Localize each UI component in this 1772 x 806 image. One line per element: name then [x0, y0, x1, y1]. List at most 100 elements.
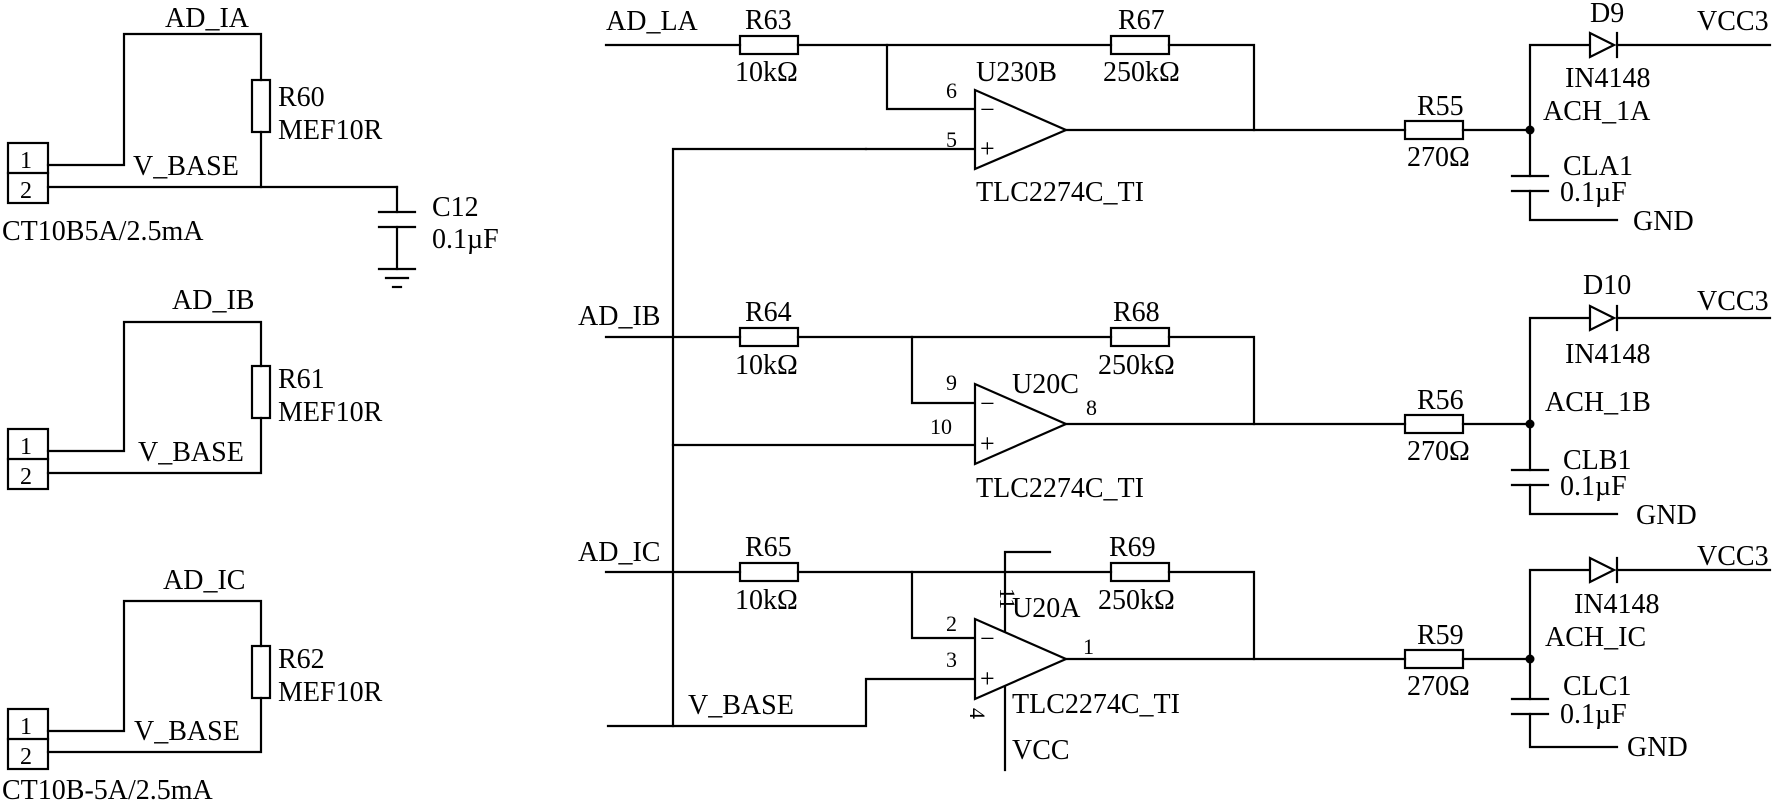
net-label-ad-ia: AD_IA: [165, 3, 250, 34]
input-label-ad-la: AD_LA: [606, 6, 699, 37]
opamp-u230b-unit: U230B: [976, 57, 1057, 88]
opamp-u20a-part: TLC2274C_TI: [1012, 689, 1180, 720]
channel-a: AD_LA R63 10kΩ R67 250kΩ U230B 6 5 − + T…: [604, 0, 1772, 237]
wire-sensor-b-bottom: [46, 416, 263, 475]
opamp-u20c-pin-out: 8: [1086, 395, 1097, 420]
resistor-r56: [1403, 413, 1465, 435]
resistor-r69-name: R69: [1109, 532, 1156, 563]
resistor-r59: [1403, 648, 1465, 670]
opamp-u20c-unit: U20C: [1012, 369, 1079, 400]
resistor-r59-value: 270Ω: [1407, 671, 1470, 702]
diode-d10-part: IN4148: [1565, 339, 1651, 370]
wire-sensor-c-bottom: [46, 696, 263, 754]
resistor-r62-value: MEF10R: [278, 677, 383, 708]
ground-label-c: GND: [1627, 732, 1688, 763]
output-label-ach-ic: ACH_IC: [1545, 622, 1646, 653]
resistor-r67-name: R67: [1118, 5, 1165, 36]
supply-vcc3-b: VCC3: [1697, 286, 1769, 317]
supply-vcc3-a: VCC3: [1697, 6, 1769, 37]
opamp-u20c-minus: −: [980, 389, 995, 418]
supply-vcc3-c: VCC3: [1697, 541, 1769, 572]
sensor-a: 1 2 AD_IA R60 MEF10R V_BASE CT10B5A/2.5m…: [2, 3, 399, 247]
resistor-r65-value: 10kΩ: [735, 585, 798, 616]
v-base-bus-label: V_BASE: [688, 690, 794, 721]
opamp-u230b: [973, 88, 1069, 171]
diode-d10-name: D10: [1583, 270, 1631, 301]
resistor-r56-name: R56: [1417, 385, 1464, 416]
opamp-u20a-pin-vpos: 11: [995, 588, 1020, 609]
sensor-b: 1 2 AD_IB R61 MEF10R V_BASE: [6, 285, 383, 491]
connector-a-pin1: 1: [20, 148, 32, 174]
output-label-ach-1a: ACH_1A: [1543, 96, 1651, 127]
output-label-ach-1b: ACH_1B: [1545, 387, 1651, 418]
connector-a-pin2: 2: [20, 178, 32, 204]
resistor-r60: [250, 78, 272, 134]
net-label-ad-ib-left: AD_IB: [172, 285, 254, 316]
input-label-ad-ic: AD_IC: [578, 537, 660, 568]
opamp-u20a-plus: +: [980, 664, 995, 693]
input-label-ad-ib: AD_IB: [578, 301, 660, 332]
opamp-u20a-unit: U20A: [1012, 593, 1081, 624]
opamp-u20c: [973, 382, 1069, 466]
ground-label-b: GND: [1636, 500, 1697, 531]
capacitor-cla1-value: 0.1µF: [1560, 177, 1627, 208]
resistor-r65-name: R65: [745, 532, 792, 563]
resistor-r55: [1403, 119, 1465, 141]
wire-sensor-a-top: [46, 32, 263, 167]
capacitor-c12-value: 0.1µF: [432, 224, 499, 255]
opamp-u20a-pin-out: 1: [1083, 634, 1094, 659]
channel-b: AD_IB R64 10kΩ R68 250kΩ U20C 9 10 8 − +…: [578, 270, 1772, 531]
resistor-r60-value: MEF10R: [278, 115, 383, 146]
resistor-r68: [1109, 326, 1171, 348]
opamp-u230b-part: TLC2274C_TI: [976, 177, 1144, 208]
capacitor-clb1-name: CLB1: [1563, 445, 1631, 476]
v-base-bus: V_BASE: [606, 147, 977, 728]
resistor-r55-name: R55: [1417, 91, 1464, 122]
opamp-u20c-pin-noninv: 10: [930, 414, 952, 439]
ground-label-a: GND: [1633, 206, 1694, 237]
opamp-u20c-part: TLC2274C_TI: [976, 473, 1144, 504]
opamp-u20a-pin-vneg: 4: [965, 708, 990, 719]
v-base-label-b: V_BASE: [138, 437, 244, 468]
opamp-u20a-pin-noninv: 3: [946, 647, 957, 672]
diode-d11: [1588, 556, 1617, 584]
opamp-u20c-plus: +: [980, 429, 995, 458]
capacitor-c12: C12 0.1µF: [377, 192, 499, 289]
opamp-u230b-pin-inv: 6: [946, 78, 957, 103]
opamp-u20a-vpos-pin: [1003, 550, 1052, 642]
resistor-r63: [738, 34, 800, 56]
resistor-r62-name: R62: [278, 644, 325, 675]
opamp-u20a-vcc: VCC: [1012, 735, 1070, 766]
capacitor-clb1-value: 0.1µF: [1560, 471, 1627, 502]
wire-sensor-c-top: [46, 599, 263, 733]
resistor-r61-name: R61: [278, 364, 325, 395]
resistor-r55-value: 270Ω: [1407, 142, 1470, 173]
resistor-r69: [1109, 561, 1171, 583]
resistor-r69-value: 250kΩ: [1098, 585, 1175, 616]
resistor-r67-value: 250kΩ: [1103, 57, 1180, 88]
resistor-r61: [250, 364, 272, 420]
resistor-r56-value: 270Ω: [1407, 436, 1470, 467]
diode-d11-part: IN4148: [1574, 589, 1660, 620]
connector-c-pin2: 2: [20, 744, 32, 770]
capacitor-clc1-name: CLC1: [1563, 671, 1631, 702]
opamp-u20a: [973, 617, 1069, 701]
sensor-c: 1 2 AD_IC R62 MEF10R V_BASE CT10B-5A/2.5…: [2, 565, 383, 806]
channel-c: AD_IC R65 10kΩ R69 250kΩ 11 U20A 2 3 1 −…: [578, 532, 1772, 772]
capacitor-c12-name: C12: [432, 192, 479, 223]
resistor-r64: [738, 326, 800, 348]
resistor-r64-value: 10kΩ: [735, 350, 798, 381]
opamp-u20a-pin-inv: 2: [946, 611, 957, 636]
resistor-r65: [738, 561, 800, 583]
resistor-r62: [250, 644, 272, 700]
diode-d9-part: IN4148: [1565, 63, 1651, 94]
net-label-ad-ic-left: AD_IC: [163, 565, 245, 596]
capacitor-cla1-name: CLA1: [1563, 151, 1633, 182]
v-base-label-c: V_BASE: [134, 716, 240, 747]
opamp-u20a-minus: −: [980, 624, 995, 653]
resistor-r61-value: MEF10R: [278, 397, 383, 428]
resistor-r68-name: R68: [1113, 297, 1160, 328]
capacitor-clc1-value: 0.1µF: [1560, 699, 1627, 730]
diode-d9: [1588, 31, 1617, 59]
